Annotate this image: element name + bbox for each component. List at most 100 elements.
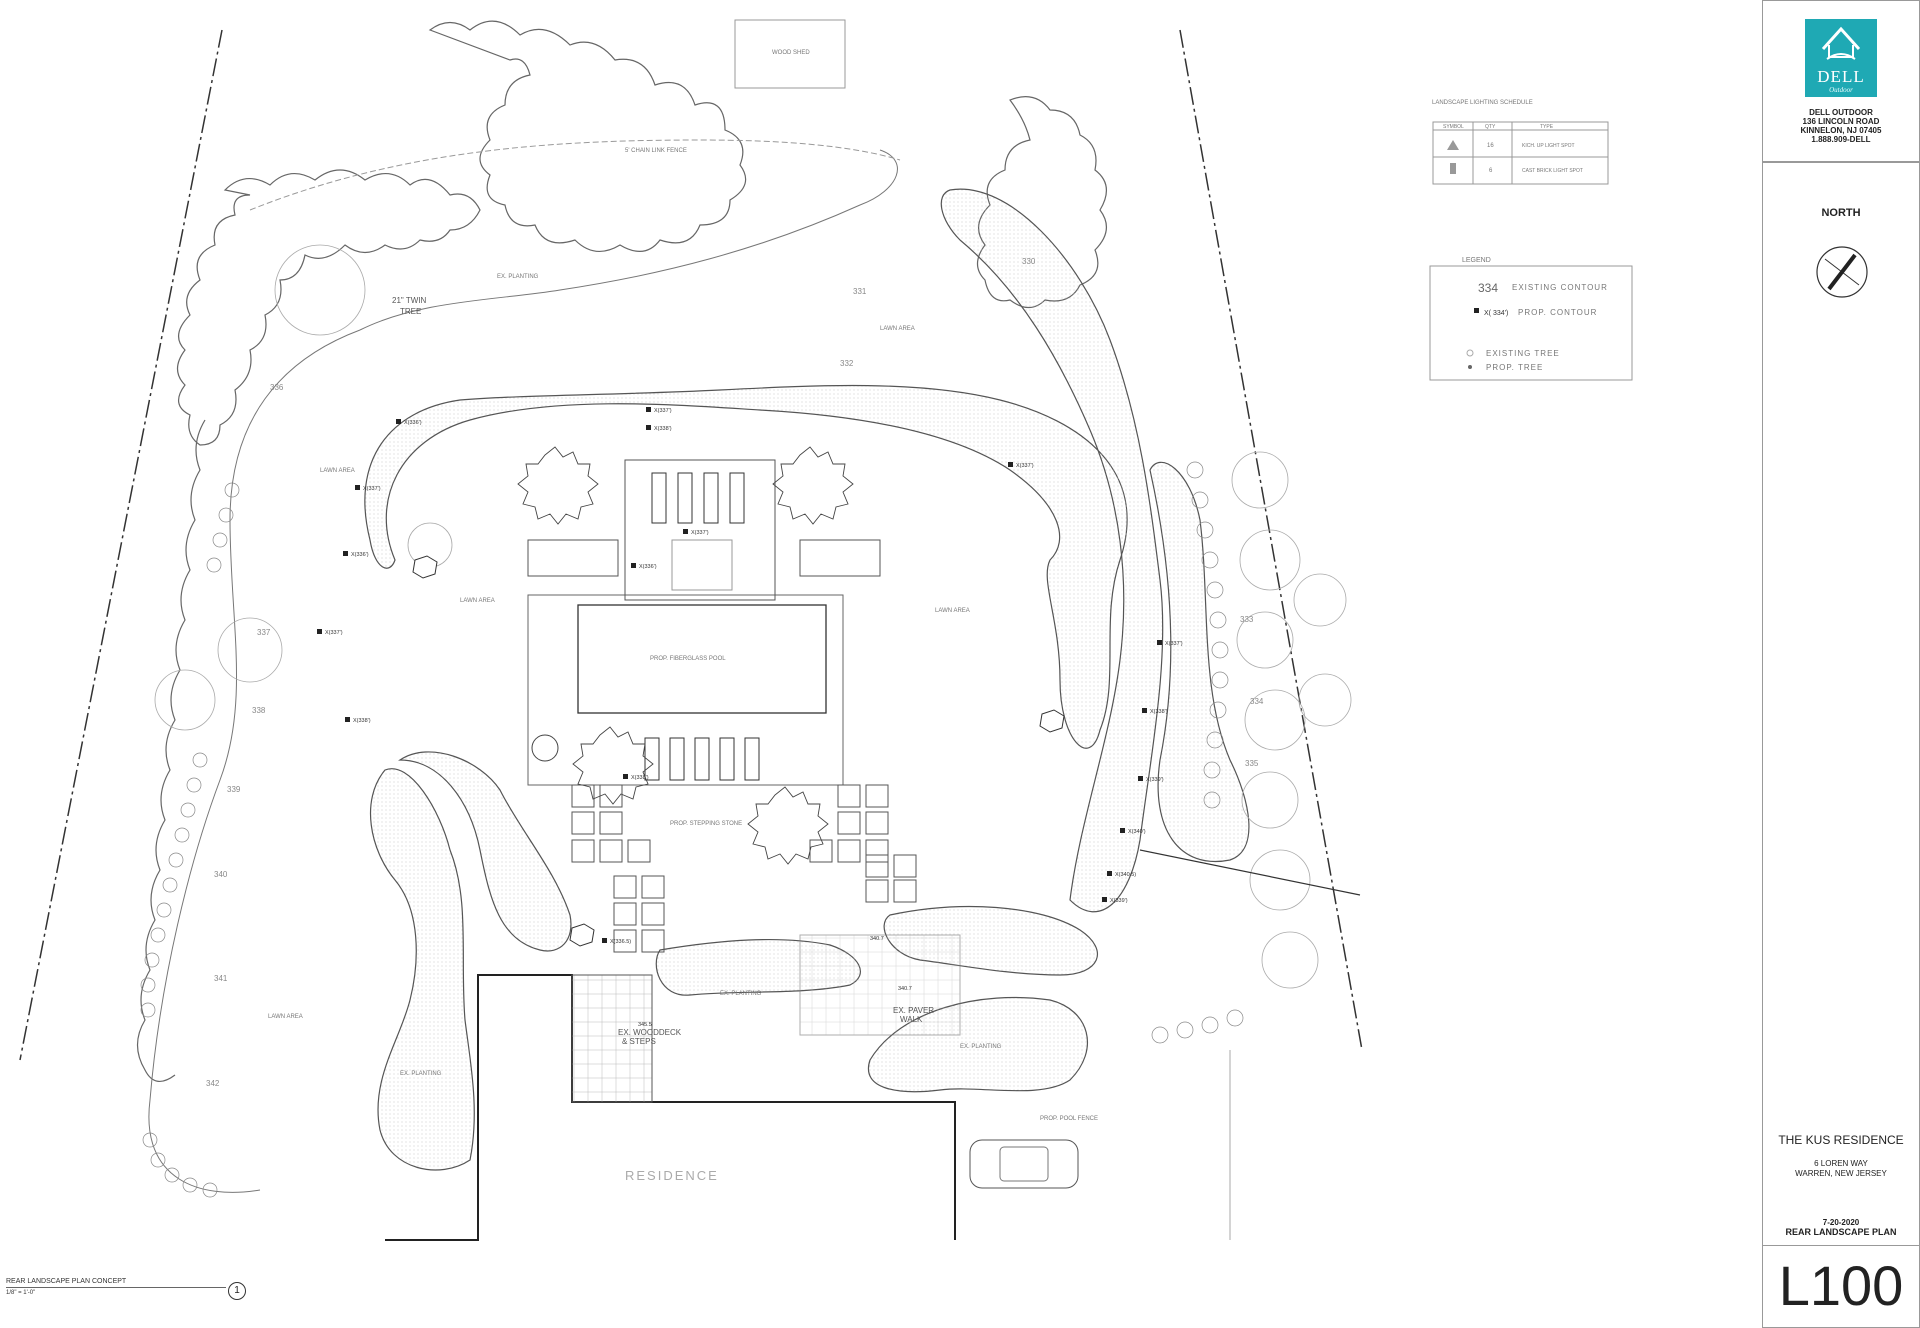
chain-link-fence [249,139,901,211]
patio-table [531,734,559,762]
schedule-header-type: TYPE [1540,124,1554,130]
property-line-west [19,29,223,1061]
svg-text:340: 340 [214,870,228,879]
lighting-schedule: LANDSCAPE LIGHTING SCHEDULE SYMBOL QTY T… [1432,100,1609,185]
north-arrow-icon [1816,246,1868,298]
svg-text:342: 342 [206,1079,220,1088]
spot-elevation-marker: X(338') [623,774,649,781]
legend-prop-contour-marker [1474,308,1479,313]
ex-planting-label-1: EX. PLANTING [497,274,539,280]
svg-text:341: 341 [214,974,228,983]
svg-text:339: 339 [227,785,241,794]
twin-tree-label: 21" TWIN [392,296,426,305]
sheet-number: L100 [1778,1254,1904,1317]
schedule-qty-1: 16 [1487,143,1494,149]
svg-text:X(339'): X(339') [1146,777,1164,783]
lawn-area-label-3: LAWN AREA [935,608,970,614]
company-phone: 1.888.909-DELL [1811,135,1871,144]
legend-existing-contour: EXISTING CONTOUR [1512,283,1608,292]
schedule-header-symbol: SYMBOL [1443,124,1464,130]
svg-text:338: 338 [252,706,266,715]
ex-paver-label: EX. PAVER [893,1006,934,1015]
spot-elevation-marker: X(340.5) [1107,871,1136,878]
planting-bed-north [364,384,1128,749]
svg-text:X(337'): X(337') [691,530,709,536]
lawn-area-label-5: LAWN AREA [268,1014,303,1020]
spot-elevation-marker: X(338') [646,425,672,432]
house-icon [1821,26,1861,60]
legend-existing-contour-number: 334 [1478,281,1498,295]
spot-elevation-deck: 345.5 [638,1022,652,1028]
svg-text:331: 331 [853,287,867,296]
svg-text:X(338'): X(338') [631,775,649,781]
plan-date: 7-20-2020 [1822,1218,1860,1227]
spot-elevation-marker: X(337') [1008,462,1034,469]
pool-patio [527,594,844,786]
spot-elevation-marker: X(336') [343,551,369,558]
svg-text:X(337'): X(337') [1165,641,1183,647]
planting-bed-east [940,188,1164,913]
legend-prop-tree: PROP. TREE [1486,363,1543,372]
legend-existing-tree-icon [1466,349,1474,357]
svg-text:X(336.5): X(336.5) [610,939,631,945]
svg-text:330: 330 [1022,257,1036,266]
svg-text:337: 337 [257,628,271,637]
existing-tree-canopy-northwest [176,169,481,446]
boulders [412,555,1065,947]
title-block: DELL Outdoor DELL OUTDOOR 136 LINCOLN RO… [1762,0,1920,1328]
lawn-area-label-1: LAWN AREA [320,468,355,474]
svg-text:336: 336 [270,383,284,392]
svg-text:334: 334 [1250,697,1264,706]
legend-prop-tree-icon [1468,365,1472,369]
divider [1763,162,1919,163]
svg-text:X(336'): X(336') [351,552,369,558]
project-name: THE KUS RESIDENCE [1778,1133,1904,1147]
project-city: WARREN, NEW JERSEY [1795,1169,1887,1178]
car [969,1139,1079,1189]
svg-text:332: 332 [840,359,854,368]
spot-elevation-marker: X(338') [1142,708,1168,715]
paver-walk [799,934,961,1036]
spot-elevation-marker: X(339') [1102,897,1128,904]
legend: LEGEND 334 EXISTING CONTOUR X( 334') PRO… [1429,257,1633,381]
section-cut [1139,849,1361,896]
svg-text:X(340.5): X(340.5) [1115,872,1136,878]
spot-elevation-patio: 340.7 [870,936,884,942]
schedule-qty-2: 6 [1489,168,1493,174]
svg-text:X(337'): X(337') [654,408,672,414]
existing-tree-canopy-north [428,20,747,252]
legend-prop-contour: PROP. CONTOUR [1518,308,1597,317]
patio-planters [527,539,881,577]
ex-paver-label-2: WALK [900,1015,923,1024]
planting-bed-southwest-2 [398,751,572,952]
ex-woodeck-label-2: & STEPS [622,1037,656,1046]
caption-underline [6,1287,226,1288]
ex-planting-label-4: EX. PLANTING [960,1044,1002,1050]
property-line-east [1179,29,1363,1051]
north-label: NORTH [1821,207,1861,219]
svg-text:X(338'): X(338') [654,426,672,432]
existing-trees-east [1231,451,1352,989]
spot-elevation-marker: X(338') [345,717,371,724]
legend-title: LEGEND [1462,257,1491,264]
ex-woodeck-label: EX. WOODDECK [618,1028,682,1037]
lawn-area-label-2: LAWN AREA [460,598,495,604]
drawing-caption-title: REAR LANDSCAPE PLAN CONCEPT [6,1278,127,1285]
uplight-symbol-icon [1447,140,1459,150]
wood-shed [734,19,846,89]
svg-text:X(336'): X(336') [639,564,657,570]
pool-fence-label: PROP. POOL FENCE [1040,1116,1098,1122]
lawn-boundary-north [359,149,898,331]
existing-tree-line-west [136,419,206,1082]
svg-text:333: 333 [1240,615,1254,624]
lawn-area-label-4: LAWN AREA [880,326,915,332]
spot-elevation-marker: X(336.5) [602,938,631,945]
svg-text:X(340'): X(340') [1128,829,1146,835]
logo-wordmark: DELL [1817,67,1865,86]
legend-prop-contour-number: X( 334') [1484,310,1508,317]
spot-elevation-marker: X(336') [396,419,422,426]
svg-text:X(337'): X(337') [325,630,343,636]
landscape-plan-drawing: WOOD SHED PROP. FIBERGLASS POOL [19,19,1633,1241]
svg-text:X(339'): X(339') [1110,898,1128,904]
upper-lounge-chairs [651,472,745,524]
